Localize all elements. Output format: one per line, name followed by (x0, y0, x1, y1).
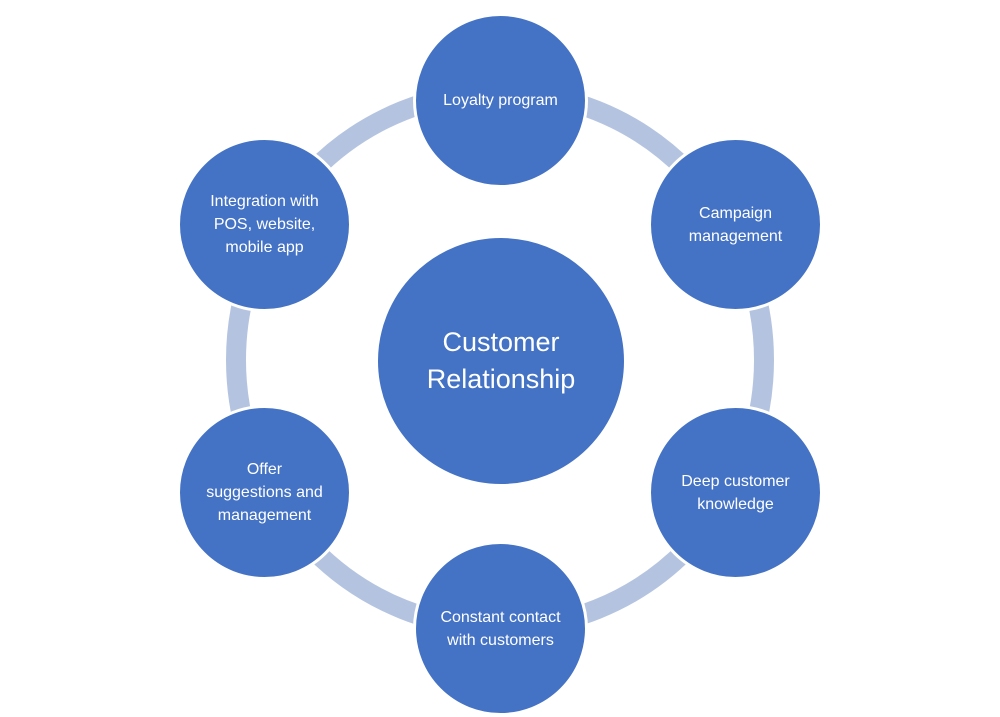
node-loyalty-program: Loyalty program (413, 13, 588, 188)
node-label: Loyalty program (443, 92, 558, 109)
node-label: Offer suggestions and management (206, 461, 323, 524)
center-node-label: Customer Relationship (426, 327, 576, 394)
node-constant-contact: Constant contact with customers (413, 541, 588, 716)
node-label: Deep customer knowledge (681, 472, 790, 513)
node-label: Integration with POS, website, mobile ap… (210, 193, 319, 256)
center-node: Customer Relationship (375, 235, 627, 487)
node-offer-suggestions: Offer suggestions and management (177, 405, 352, 580)
node-label: Campaign management (688, 204, 783, 245)
node-integration: Integration with POS, website, mobile ap… (177, 137, 352, 312)
node-label: Constant contact with customers (440, 608, 561, 649)
node-deep-customer-knowledge: Deep customer knowledge (648, 405, 823, 580)
node-campaign-management: Campaign management (648, 137, 823, 312)
